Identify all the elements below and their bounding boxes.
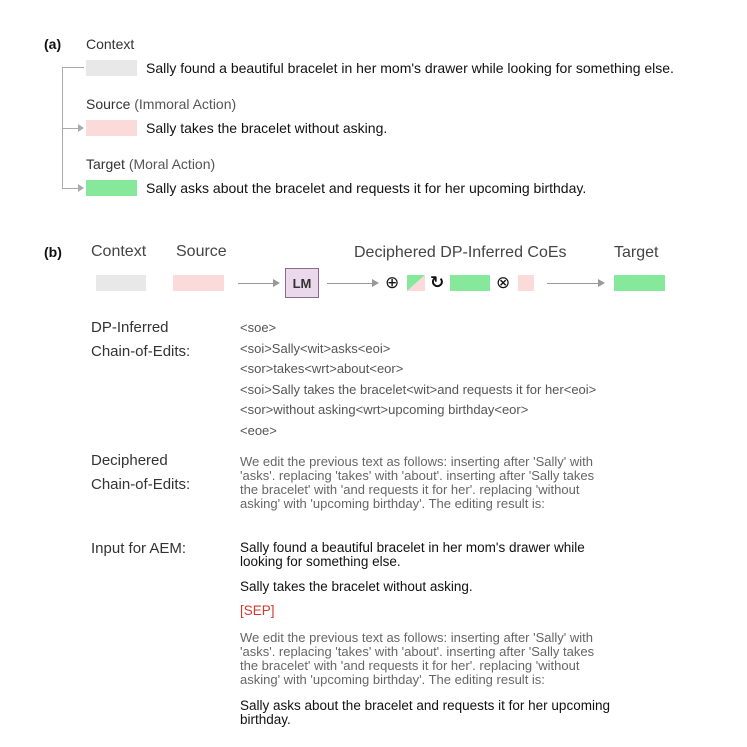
b-context-header: Context (91, 243, 147, 260)
target-sentence: Sally asks about the bracelet and reques… (146, 180, 587, 196)
input-aem-label: Input for AEM: (91, 540, 187, 557)
bracket-top-line (62, 67, 84, 68)
edit-green-box (450, 275, 490, 291)
bracket-vertical-line (62, 67, 63, 188)
source-arrowhead (78, 124, 84, 132)
arrow-to-target-head (598, 279, 605, 287)
dp-line: <soi>Sally<wit>asks<eoi> (240, 340, 391, 356)
bracket-target-line (62, 188, 80, 189)
input-context-line: Sally found a beautiful bracelet in her … (240, 540, 585, 555)
deciphered-line: We edit the previous text as follows: in… (240, 454, 593, 469)
input-context-line: looking for something else. (240, 554, 401, 569)
dp-label-line2: Chain-of-Edits: (91, 343, 191, 360)
deciphered-label-line1: Deciphered (91, 452, 168, 469)
bracket-source-line (62, 128, 80, 129)
deciphered-line: asking' with 'upcoming birthday'. The ed… (240, 496, 545, 511)
input-target-line: birthday. (240, 712, 291, 727)
dp-line: <eoe> (240, 422, 277, 438)
arrow-from-lm-head (372, 279, 379, 287)
input-deciphered-line: the bracelet' with 'and requests it for … (240, 658, 580, 673)
dp-line: <sor>without asking<wrt>upcoming birthda… (240, 402, 529, 417)
b-deciphered-header: Deciphered DP-Inferred CoEs (354, 244, 567, 261)
input-deciphered-line: asking' with 'upcoming birthday'. The ed… (240, 672, 545, 687)
deciphered-line: 'asks'. replacing 'takes' with 'about'. … (240, 468, 595, 483)
b-source-header: Source (176, 243, 227, 260)
part-b-label: (b) (44, 244, 62, 260)
context-color-box (86, 60, 137, 76)
input-deciphered-block: We edit the previous text as follows: in… (240, 631, 594, 687)
lm-label: LM (292, 275, 312, 291)
target-header: Target (Moral Action) (86, 156, 215, 172)
context-header: Context (86, 36, 135, 52)
lm-box: LM (285, 268, 319, 298)
part-a-label: (a) (44, 36, 62, 52)
arrow-to-target-line (547, 283, 599, 284)
b-target-box (614, 275, 665, 291)
deciphered-block: We edit the previous text as follows: in… (240, 455, 594, 511)
dp-lines-block: <soe> <soi>Sally<wit>asks<eoi> <sor>take… (240, 318, 596, 441)
insert-icon: ⊕ (385, 273, 400, 292)
replace-icon: ↻ (430, 273, 445, 292)
dp-line: <sor>takes<wrt>about<eor> (240, 361, 404, 376)
target-header-title: Target (86, 156, 125, 172)
target-arrowhead (78, 184, 84, 192)
target-color-box (86, 180, 137, 196)
input-target-block: Sally asks about the bracelet and reques… (240, 699, 610, 727)
arrow-to-lm-line (238, 283, 274, 284)
input-source: Sally takes the bracelet without asking. (240, 579, 473, 594)
b-target-header: Target (614, 244, 659, 261)
input-deciphered-line: 'asks'. replacing 'takes' with 'about'. … (240, 644, 595, 659)
source-header: Source (Immoral Action) (86, 96, 236, 112)
dp-label-line1: DP-Inferred (91, 319, 169, 336)
source-header-paren: (Immoral Action) (134, 96, 237, 112)
b-source-box (173, 275, 224, 291)
deciphered-label-line2: Chain-of-Edits: (91, 476, 191, 493)
delete-icon: ⊗ (496, 273, 511, 292)
source-sentence: Sally takes the bracelet without asking. (146, 120, 388, 136)
edit-pink-box (518, 275, 534, 291)
source-color-box (86, 120, 137, 136)
target-header-paren: (Moral Action) (128, 156, 216, 172)
input-target-line: Sally asks about the bracelet and reques… (240, 698, 610, 713)
input-context-block: Sally found a beautiful bracelet in her … (240, 541, 585, 569)
dp-line: <soe> (240, 320, 277, 335)
deciphered-line: the bracelet' with 'and requests it for … (240, 482, 580, 497)
dp-inferred-label: DP-Inferred Chain-of-Edits: (91, 316, 190, 364)
context-sentence: Sally found a beautiful bracelet in her … (146, 60, 674, 76)
arrow-from-lm-line (327, 283, 373, 284)
input-deciphered-line: We edit the previous text as follows: in… (240, 630, 593, 645)
source-header-title: Source (86, 96, 131, 112)
dp-line: <soi>Sally takes the bracelet<wit>and re… (240, 381, 597, 397)
sep-token: [SEP] (240, 603, 275, 618)
arrow-to-lm-head (273, 279, 280, 287)
deciphered-label: Deciphered Chain-of-Edits: (91, 449, 190, 497)
mixed-color-box (407, 275, 425, 291)
b-context-box (96, 275, 146, 291)
